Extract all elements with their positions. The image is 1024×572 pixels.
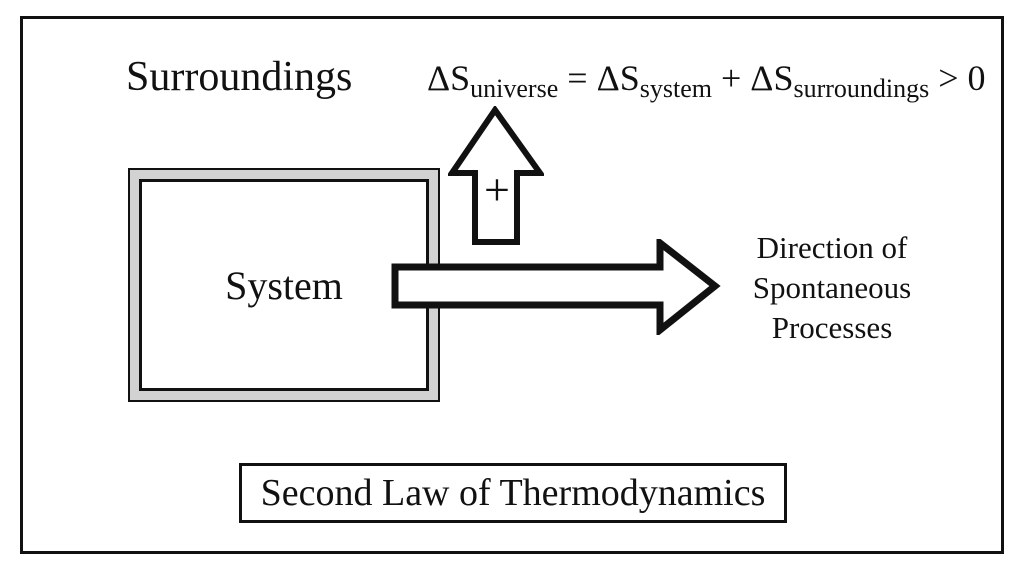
system-label: System: [225, 262, 343, 308]
caption-title: Second Law of Thermodynamics: [260, 472, 766, 514]
equation-plus: +: [711, 58, 751, 98]
direction-label: Direction of Spontaneous Processes: [728, 228, 936, 348]
equation-sub-universe: universe: [470, 74, 559, 103]
equation-greater-than-zero: > 0: [929, 58, 986, 98]
right-arrow-icon: [391, 239, 721, 335]
equation-equals: =: [558, 58, 597, 98]
equation-sub-surroundings: surroundings: [793, 74, 930, 103]
caption-box: Second Law of Thermodynamics: [239, 463, 787, 523]
surroundings-label: Surroundings: [126, 54, 353, 100]
up-arrow-icon: [448, 106, 544, 245]
direction-label-line-2: Spontaneous: [752, 270, 912, 305]
equation-term-universe: ΔS: [427, 58, 471, 98]
equation-term-surroundings: ΔS: [750, 58, 794, 98]
equation-sub-system: system: [639, 74, 712, 103]
direction-label-line-3: Processes: [771, 310, 893, 345]
plus-sign-label: +: [484, 164, 510, 215]
equation-term-system: ΔS: [596, 58, 640, 98]
system-box: System: [128, 168, 440, 402]
entropy-equation: ΔSuniverse = ΔSsystem + ΔSsurroundings >…: [427, 57, 986, 103]
direction-label-line-1: Direction of: [756, 230, 908, 265]
system-box-interior: System: [139, 179, 429, 391]
